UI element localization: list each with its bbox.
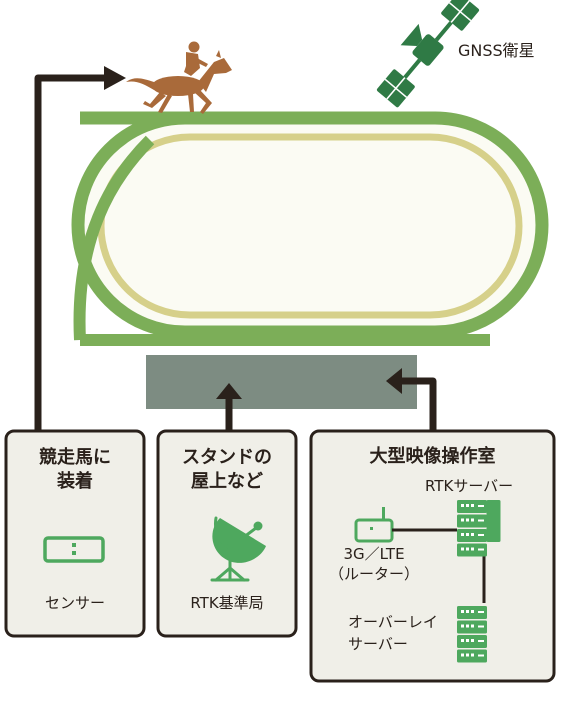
arrowhead-stand-up <box>216 383 242 399</box>
box-racehorse <box>4 429 146 638</box>
arrowhead-horse <box>104 66 126 90</box>
network-links <box>392 528 486 603</box>
box-control <box>309 429 556 683</box>
arrow-sensor-to-horse <box>34 74 112 432</box>
router-label: 3G／LTE （ルーター） <box>329 545 420 583</box>
dish-antenna-icon <box>210 516 266 582</box>
control-room-title: 大型映像操作室 <box>369 446 496 467</box>
stand-box: スタンドの 屋上など RTK基準局 <box>158 431 296 636</box>
arrow-control-to-stand <box>400 377 437 432</box>
grandstand <box>146 355 417 409</box>
sensor-tag-icon <box>43 536 105 563</box>
sensor-label: センサー <box>44 594 105 612</box>
satellite-label: GNSS衛星 <box>458 41 535 60</box>
stand-box-title: スタンドの 屋上など <box>182 447 272 492</box>
rtk-server-label: RTKサーバー <box>425 477 514 495</box>
rtk-server-icon <box>457 500 501 557</box>
racehorse-jockey-icon <box>126 41 232 114</box>
control-room-box: 大型映像操作室 RTKサーバー 3G／LTE （ルーター） オーバーレイ サーバ… <box>311 431 554 681</box>
rtk-base-label: RTK基準局 <box>190 594 264 612</box>
race-track <box>71 111 549 346</box>
overlay-server-label: オーバーレイ サーバー <box>348 613 438 653</box>
arrowhead-stand-left <box>386 368 402 394</box>
racehorse-box: 競走馬に 装着 センサー <box>6 431 144 636</box>
racehorse-box-title: 競走馬に 装着 <box>39 447 111 492</box>
flow-arrows <box>34 74 437 432</box>
